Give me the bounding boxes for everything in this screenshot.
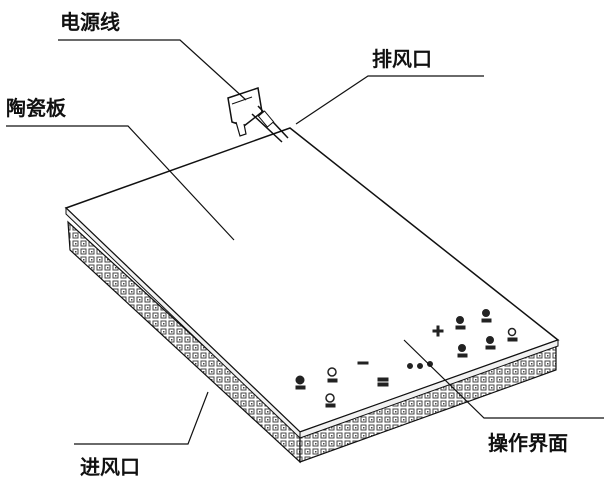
button-icon [486,336,494,344]
button-icon [295,385,306,390]
button-icon [458,344,466,352]
button-icon [417,363,423,369]
minus-sign-icon [357,361,369,365]
button-icon [377,382,389,387]
button-icon [456,316,464,324]
label-ceramic-plate: 陶瓷板 [6,96,66,120]
label-control-panel: 操作界面 [488,431,568,455]
button-icon [295,375,305,385]
button-icon [507,327,517,337]
label-air-inlet: 进风口 [80,455,140,479]
button-icon [507,337,518,342]
button-icon [327,367,337,377]
label-exhaust-vent: 排风口 [372,47,432,71]
button-icon [481,318,492,323]
label-power-cord: 电源线 [60,10,120,34]
button-icon [457,353,468,358]
leader-exhaust-vent [295,75,484,125]
power-plug-icon [227,87,289,143]
button-icon [427,361,433,367]
leader-air-inlet [74,391,209,445]
leader-ceramic-plate [6,125,235,241]
button-icon [325,403,336,408]
button-icon [325,393,335,403]
leader-power-cord [58,39,247,101]
button-icon [482,309,490,317]
button-icon [407,363,413,369]
ceramic-plate-edge-right [299,339,559,439]
button-icon [455,325,466,330]
control-panel-buttons [295,309,518,408]
button-icon [485,345,496,350]
leader-control-panel [403,339,604,419]
leader-lines [6,39,604,445]
button-icon [377,377,389,382]
plus-sign-icon [436,325,440,337]
button-icon [327,378,338,383]
